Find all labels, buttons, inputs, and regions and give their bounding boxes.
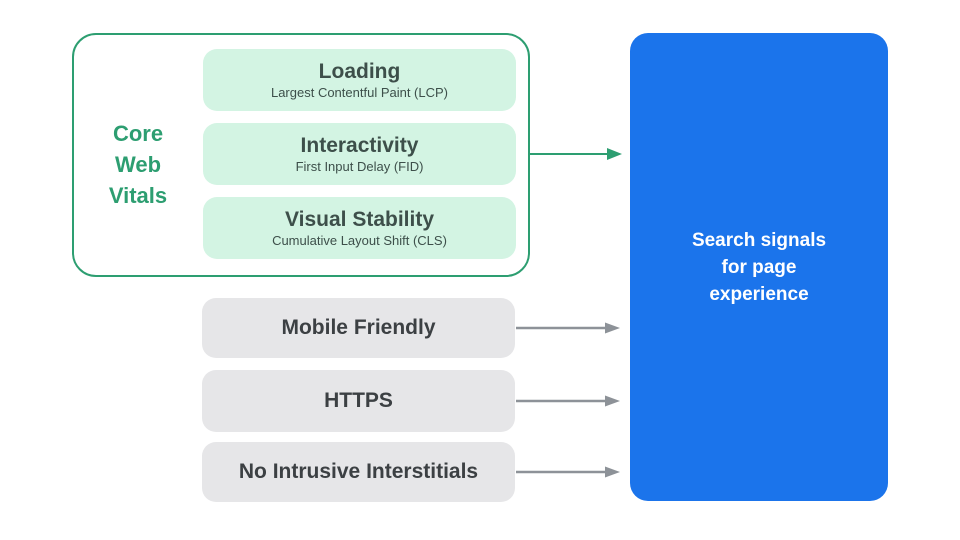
vital-subtitle: Cumulative Layout Shift (CLS) [272, 232, 447, 248]
vital-subtitle: Largest Contentful Paint (LCP) [270, 84, 449, 100]
vital-box-loading: Loading Largest Contentful Paint (LCP) [203, 49, 516, 111]
signal-box-https: HTTPS [202, 370, 515, 432]
gray-right-arrow-icon [516, 322, 620, 334]
signal-label: No Intrusive Interstitials [238, 460, 479, 483]
search-signals-line: Search signals [691, 229, 827, 251]
search-signals-line: experience [709, 283, 809, 305]
vital-box-visual-stability: Visual Stability Cumulative Layout Shift… [203, 197, 516, 259]
signal-label: HTTPS [324, 389, 393, 412]
gray-right-arrow-icon [516, 466, 620, 478]
signal-label: Mobile Friendly [281, 316, 436, 339]
core-web-vitals-label: Core Web Vitals [108, 121, 168, 208]
search-signals-panel: Search signals for page experience [630, 33, 888, 501]
signal-box-no-intrusive-interstitials: No Intrusive Interstitials [202, 442, 515, 502]
vital-box-interactivity: Interactivity First Input Delay (FID) [203, 123, 516, 185]
vital-subtitle: First Input Delay (FID) [295, 158, 424, 174]
search-signals-label: Search signals for page experience [692, 227, 826, 308]
green-right-arrow-icon [530, 148, 622, 160]
signal-box-mobile-friendly: Mobile Friendly [202, 298, 515, 358]
gray-right-arrow-icon [516, 395, 620, 407]
vital-title: Loading [318, 59, 401, 83]
vital-title: Visual Stability [285, 207, 434, 231]
vital-title: Interactivity [300, 133, 419, 157]
search-signals-line: for page [721, 256, 797, 278]
